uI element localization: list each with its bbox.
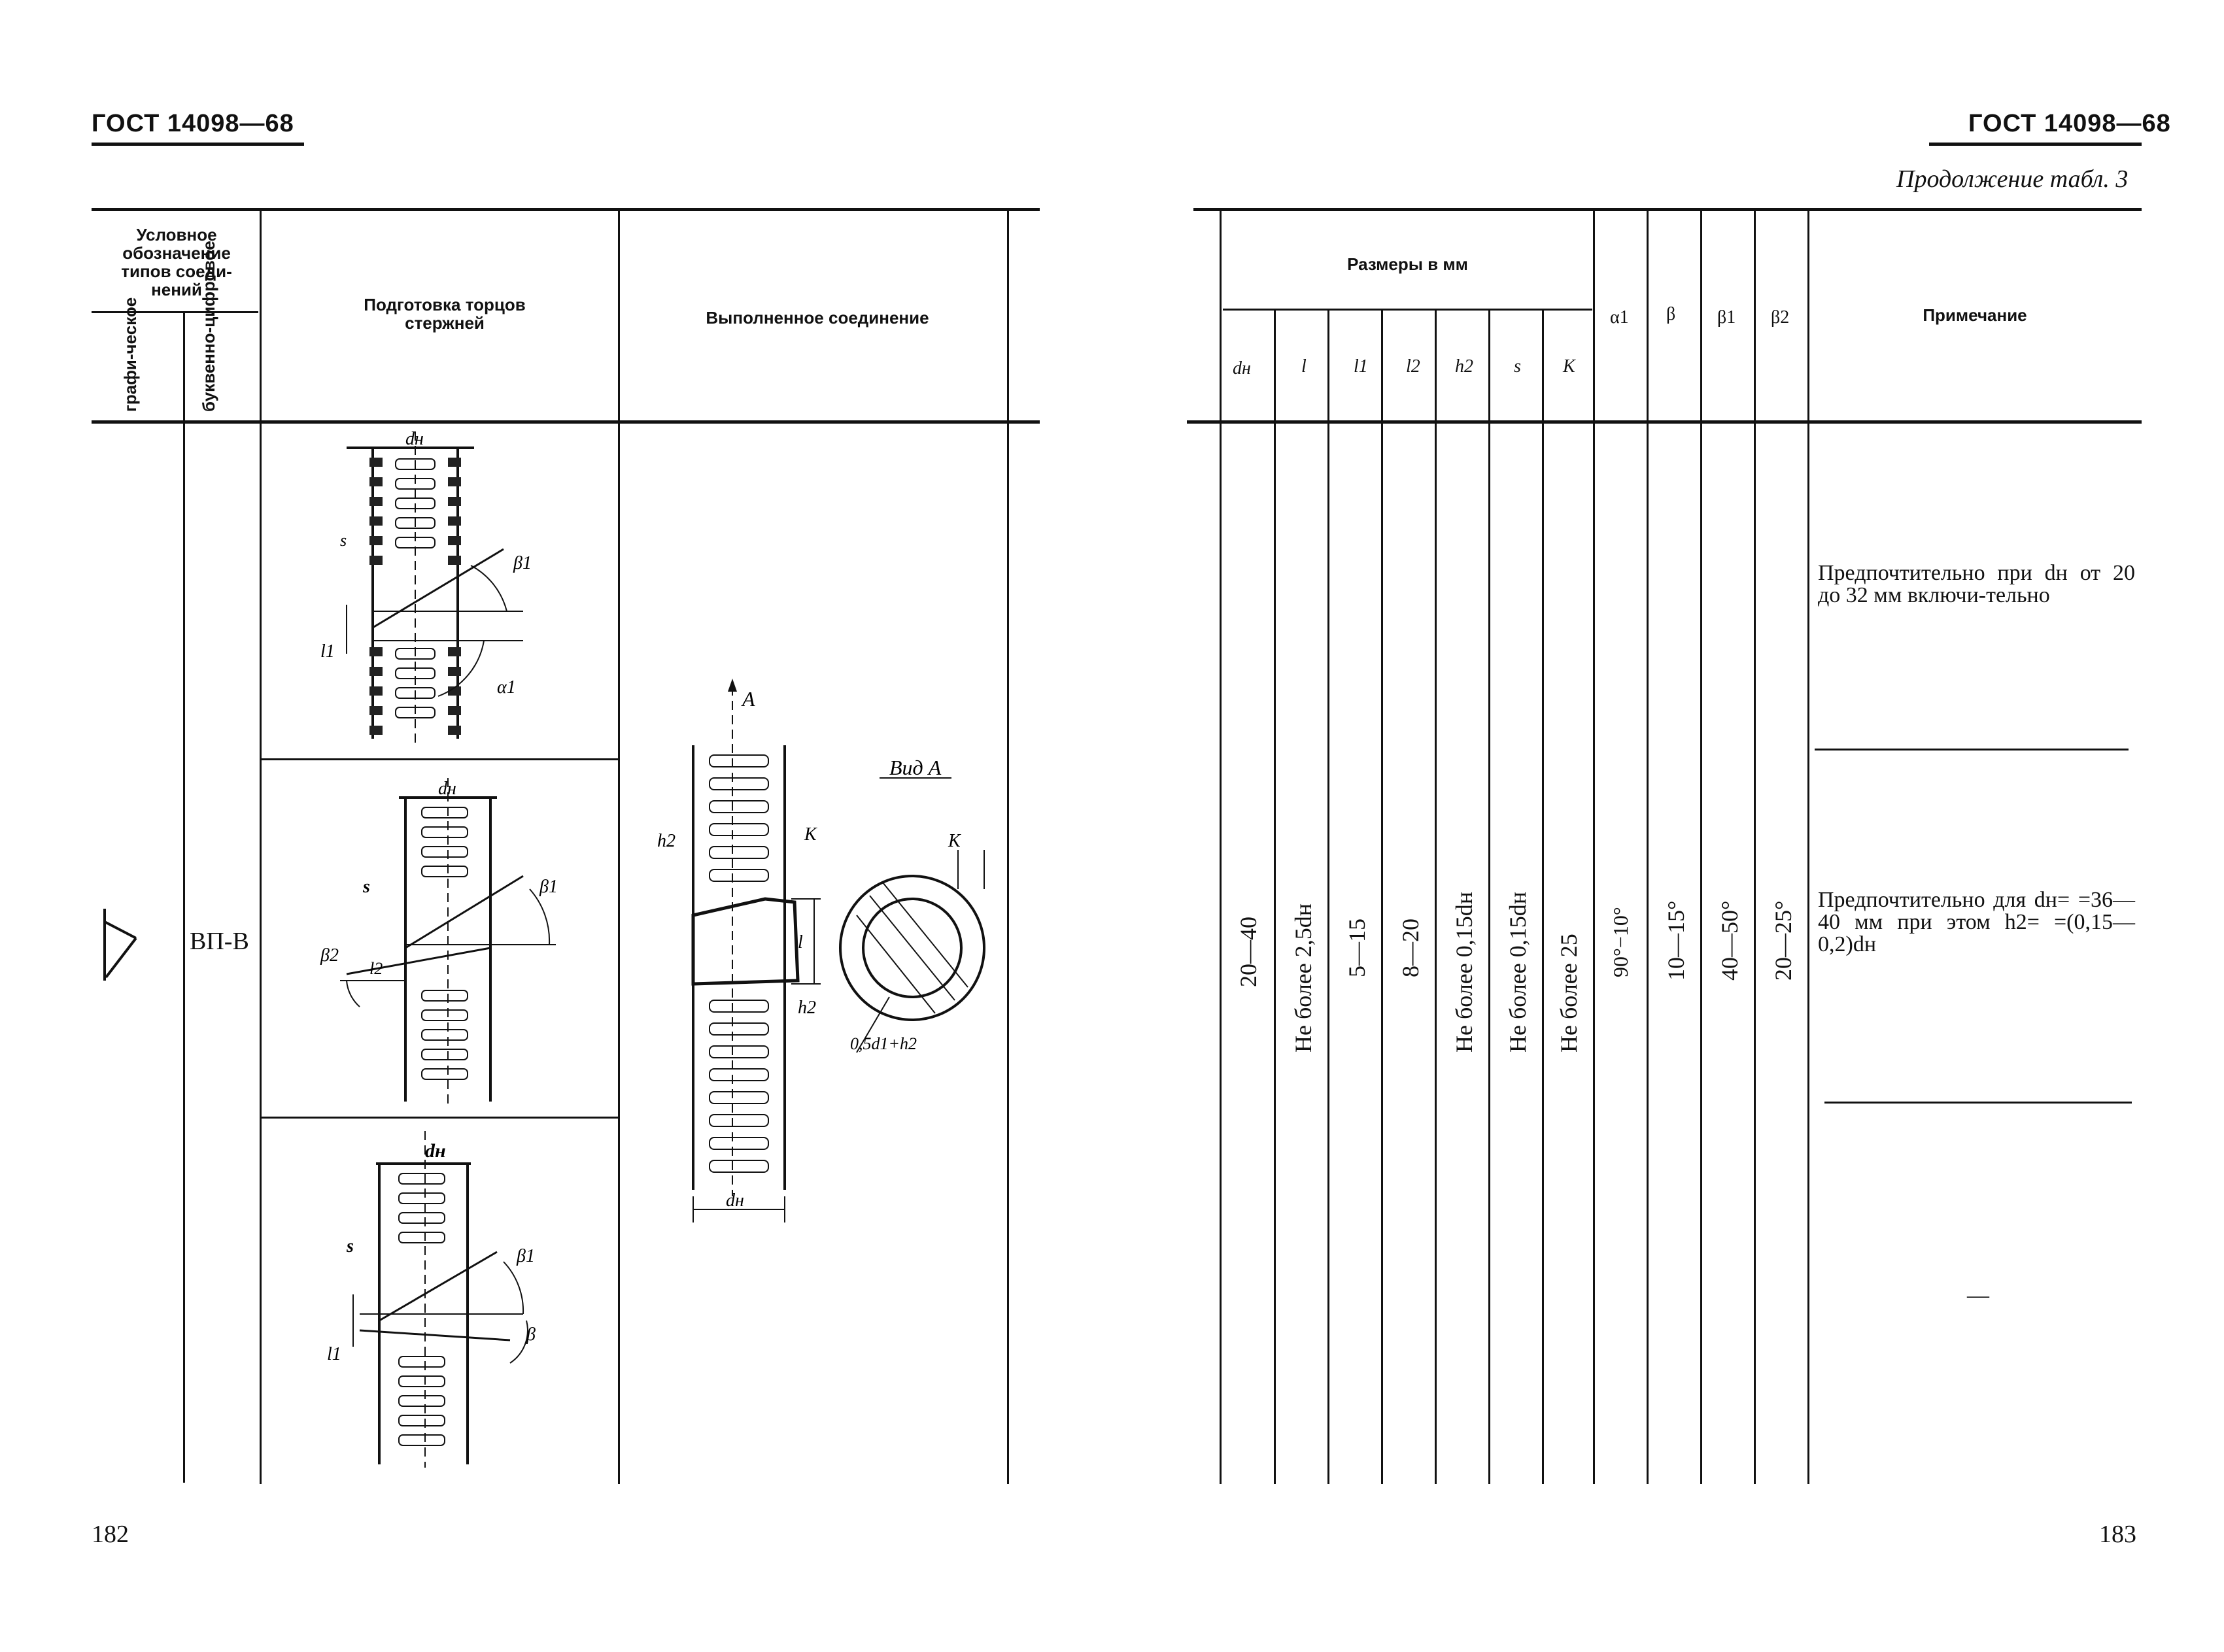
col-l: l <box>1301 356 1307 377</box>
col-dn: dн <box>1233 358 1251 379</box>
svg-text:l2: l2 <box>369 959 383 978</box>
svg-text:β1: β1 <box>516 1246 535 1266</box>
note-2: Предпочтительно для dн= =36—40 мм при эт… <box>1818 888 2135 956</box>
right-page-number: 183 <box>2099 1521 2136 1548</box>
col-graphic: графи-ческое <box>120 297 140 412</box>
value-alpha1: 90°−10° <box>1609 907 1632 977</box>
designation: ВП-В <box>190 928 249 955</box>
svg-text:h2: h2 <box>798 998 816 1018</box>
value-dn: 20—40 <box>1235 917 1261 987</box>
left-table-top <box>92 208 1040 211</box>
svg-text:Вид A: Вид A <box>889 756 942 779</box>
left-table-header-bottom <box>92 420 1040 424</box>
right-head-rule <box>1929 143 2142 146</box>
col-header-group: Условное обозначение типов соеди-нений <box>121 225 232 299</box>
rebar-prep-drawing-1: dн s β1 α1 l1 <box>320 431 532 745</box>
svg-text:dн: dн <box>438 779 456 799</box>
svg-text:β1: β1 <box>513 553 532 573</box>
col-done: Выполненное соединение <box>706 308 929 328</box>
completed-joint-drawing: A Вид A h2 K K l h2 0,5d1+h2 dн <box>657 679 985 1222</box>
col-l2: l2 <box>1406 356 1420 377</box>
col-K: K <box>1563 356 1575 377</box>
col-notes: Примечание <box>1923 305 2027 325</box>
value-beta2: 20—25° <box>1770 900 1796 981</box>
svg-text:l1: l1 <box>327 1344 341 1364</box>
svg-text:l: l <box>798 932 803 952</box>
svg-text:β1: β1 <box>539 877 558 897</box>
left-page-number: 182 <box>92 1521 129 1548</box>
col-beta2: β2 <box>1771 307 1790 328</box>
svg-text:dн: dн <box>726 1190 744 1211</box>
size-group-header: Размеры в мм <box>1347 254 1468 274</box>
value-beta: 10—15° <box>1663 900 1689 981</box>
value-K: Не более 25 <box>1556 934 1582 1053</box>
col-h2: h2 <box>1455 356 1473 377</box>
svg-text:K: K <box>948 831 961 851</box>
col-alnum: буквенно-цифровое <box>199 241 218 412</box>
svg-text:s: s <box>362 877 370 897</box>
svg-text:s: s <box>346 1236 354 1256</box>
value-l1: 5—15 <box>1344 919 1370 977</box>
svg-text:K: K <box>804 824 817 845</box>
value-l2: 8—20 <box>1397 919 1424 977</box>
svg-text:β: β <box>526 1324 536 1345</box>
col-alpha1: α1 <box>1610 307 1629 328</box>
right-running-head: ГОСТ 14098—68 <box>1968 110 2171 137</box>
rebar-prep-drawing-2: dн s β1 β2 l2 <box>320 778 558 1108</box>
weld-symbol-icon <box>103 909 137 981</box>
svg-text:h2: h2 <box>657 831 676 851</box>
col-prep: Подготовка торцов стержней <box>364 295 526 333</box>
svg-text:0,5d1+h2: 0,5d1+h2 <box>850 1034 917 1053</box>
col-beta: β <box>1666 304 1676 324</box>
value-l: Не более 2,5dн <box>1290 903 1316 1053</box>
note-3: — <box>1967 1283 1989 1307</box>
value-beta1: 40—50° <box>1717 900 1743 981</box>
svg-text:s: s <box>340 531 347 550</box>
col-beta1: β1 <box>1717 307 1736 328</box>
svg-text:dн: dн <box>425 1140 446 1162</box>
note-1: Предпочтительно при dн от 20 до 32 мм вк… <box>1818 561 2135 607</box>
value-s: Не более 0,15dн <box>1505 891 1531 1053</box>
col-s: s <box>1514 356 1521 377</box>
svg-text:α1: α1 <box>497 677 516 698</box>
col-l1: l1 <box>1354 356 1368 377</box>
value-h2: Не более 0,15dн <box>1451 891 1477 1053</box>
left-head-rule <box>92 143 304 146</box>
left-running-head: ГОСТ 14098—68 <box>92 110 294 137</box>
right-table-header-bottom <box>1187 420 2142 424</box>
right-table-top <box>1193 208 2142 211</box>
svg-text:β2: β2 <box>320 945 339 966</box>
continuation-label: Продолжение табл. 3 <box>1896 165 2129 193</box>
svg-text:A: A <box>741 687 755 711</box>
svg-text:l1: l1 <box>320 641 335 662</box>
svg-text:dн: dн <box>405 431 424 449</box>
rebar-prep-drawing-3: dн s β1 β l1 <box>327 1131 536 1468</box>
